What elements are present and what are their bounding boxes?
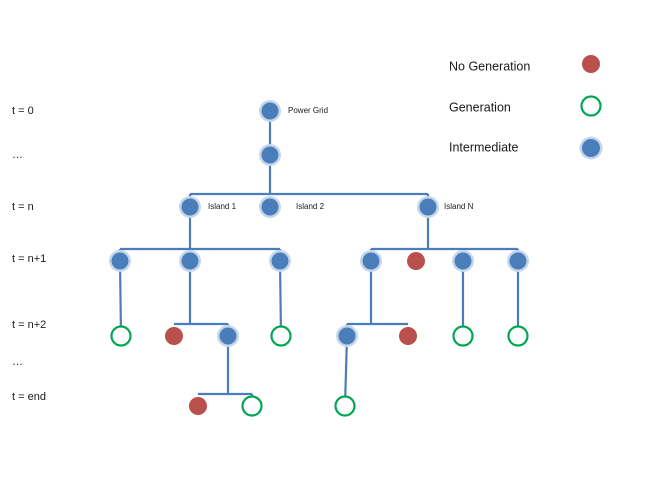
tree-node-intermediate[interactable] — [360, 250, 382, 272]
tree-node-intermediate[interactable] — [507, 250, 529, 272]
time-axis-label-4: t = n+2 — [12, 319, 46, 331]
node-core — [241, 395, 263, 417]
tree-node-intermediate[interactable] — [336, 325, 358, 347]
node-core — [399, 327, 417, 345]
tree-edge — [343, 335, 349, 407]
node-label: Power Grid — [288, 106, 328, 115]
tree-node-no-generation[interactable] — [407, 252, 425, 270]
tree-node-intermediate[interactable] — [217, 325, 239, 347]
legend-marker-green-outline-circle — [580, 95, 602, 117]
node-core — [181, 252, 199, 270]
tree-node-intermediate[interactable] — [109, 250, 131, 272]
time-axis-label-3: t = n+1 — [12, 253, 46, 265]
tree-node-intermediate[interactable] — [417, 196, 439, 218]
node-core — [452, 325, 474, 347]
tree-edge — [278, 260, 283, 337]
node-core — [110, 325, 132, 347]
node-core — [261, 146, 279, 164]
node-core — [270, 325, 292, 347]
tree-node-intermediate[interactable] — [179, 196, 201, 218]
nodes-layer — [109, 100, 529, 417]
tree-node-intermediate[interactable] — [259, 144, 281, 166]
legend-label-green-outline-circle: Generation — [449, 100, 511, 114]
tree-node-intermediate[interactable] — [179, 250, 201, 272]
node-core — [334, 395, 356, 417]
tree-node-generation[interactable] — [334, 395, 356, 417]
legend-label-blue-halo-circle: Intermediate — [449, 140, 519, 154]
tree-edge — [118, 260, 123, 337]
tree-node-no-generation[interactable] — [165, 327, 183, 345]
tree-node-generation[interactable] — [507, 325, 529, 347]
tree-node-no-generation[interactable] — [399, 327, 417, 345]
node-core — [362, 252, 380, 270]
tree-node-generation[interactable] — [110, 325, 132, 347]
node-core — [271, 252, 289, 270]
tree-node-intermediate[interactable] — [452, 250, 474, 272]
node-core — [111, 252, 129, 270]
node-label: Island 2 — [296, 202, 325, 211]
time-axis-label-2: t = n — [12, 201, 34, 213]
node-core — [509, 252, 527, 270]
node-core — [261, 198, 279, 216]
node-core — [407, 252, 425, 270]
node-core — [181, 198, 199, 216]
time-axis-layer: t = 0 … t = n t = n+1 t = n+2 … t = end — [12, 105, 46, 403]
tree-node-generation[interactable] — [241, 395, 263, 417]
node-core — [454, 252, 472, 270]
node-label: Island 1 — [208, 202, 237, 211]
node-core — [219, 327, 237, 345]
tree-node-intermediate[interactable] — [269, 250, 291, 272]
tree-node-intermediate[interactable] — [259, 196, 281, 218]
node-core — [338, 327, 356, 345]
legend-label-filled-red-circle: No Generation — [449, 59, 530, 73]
node-core — [419, 198, 437, 216]
tree-node-no-generation[interactable] — [189, 397, 207, 415]
tree-node-generation[interactable] — [452, 325, 474, 347]
tree-node-generation[interactable] — [270, 325, 292, 347]
legend-marker-blue-halo-circle — [579, 136, 603, 160]
legend-marker-filled-red-circle — [582, 55, 600, 73]
time-axis-label-1: … — [12, 149, 23, 161]
node-core — [507, 325, 529, 347]
time-axis-label-5: … — [12, 356, 23, 368]
node-core — [165, 327, 183, 345]
time-axis-label-6: t = end — [12, 391, 46, 403]
time-axis-label-0: t = 0 — [12, 105, 34, 117]
node-core — [189, 397, 207, 415]
node-core — [261, 102, 279, 120]
tree-node-intermediate[interactable] — [259, 100, 281, 122]
node-label: Island N — [444, 202, 474, 211]
